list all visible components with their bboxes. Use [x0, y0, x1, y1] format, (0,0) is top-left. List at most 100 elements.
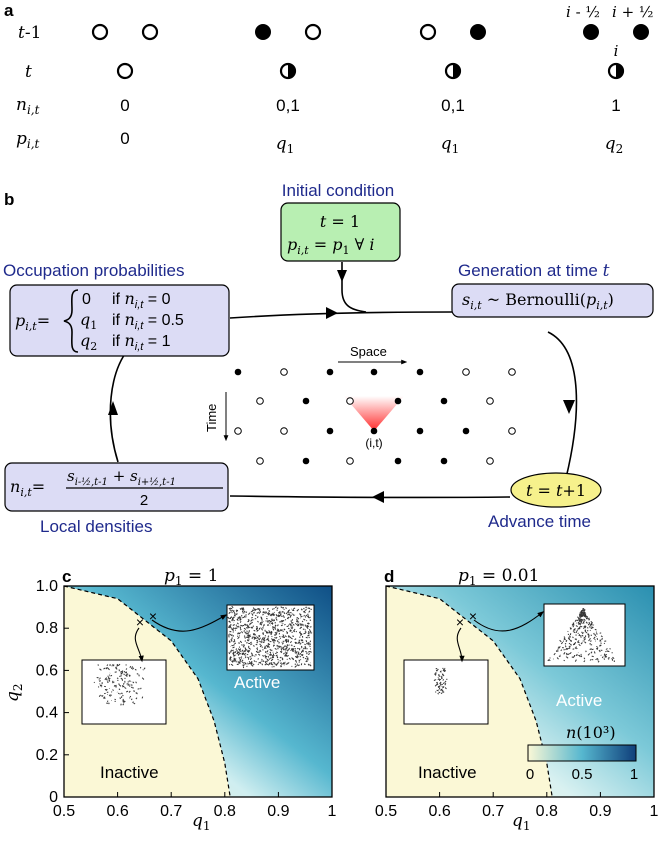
panel-c-title: p1 = 1	[164, 566, 218, 588]
panel-d-title: p1 = 0.01	[458, 566, 539, 588]
densities-box	[4, 462, 229, 512]
x-tick-label: 0.7	[482, 803, 504, 820]
y-tick-label: 0.2	[36, 747, 58, 764]
row-label-p: pi,t	[16, 129, 40, 151]
plot-frame-d	[385, 585, 655, 798]
y-tick-label: 1.0	[36, 578, 58, 595]
advance-ellipse	[510, 472, 602, 508]
panel-label-d: d	[384, 567, 394, 586]
flow-initial-to-loop	[341, 262, 367, 313]
densities-denominator: 2	[140, 492, 148, 509]
space-label: Space	[350, 344, 387, 359]
flow-generation-to-advance	[547, 331, 578, 479]
inset-inactive-c	[81, 659, 167, 725]
colorbar	[527, 744, 637, 762]
x-tick-label: 0.9	[267, 803, 289, 820]
critical-line-d	[385, 585, 553, 798]
y-tick-label: 0.4	[36, 705, 58, 722]
active-label-d: Active	[556, 691, 602, 710]
case-cond-1: if ni,t = 0	[112, 289, 171, 311]
site-open-left-col3	[419, 23, 437, 41]
arrowhead-left	[108, 401, 118, 415]
inset-inactive-d	[403, 659, 489, 725]
case-value-1: 0	[82, 291, 91, 308]
flow-advance-to-densities	[229, 495, 511, 499]
arrowhead-top	[326, 307, 338, 319]
n-value-col2: 0,1	[276, 96, 300, 115]
x-tick-label: 0.8	[214, 803, 236, 820]
site-open-left-col1	[91, 23, 109, 41]
panel-label-a: a	[4, 1, 14, 20]
time-label: Time	[204, 404, 219, 432]
x-tick-label: 0.9	[589, 803, 611, 820]
densities-title: Local densities	[40, 517, 152, 536]
x-label-c: q1	[192, 811, 211, 833]
site-filled-right-col3	[470, 24, 486, 40]
y-ticks-c: 00.20.40.60.81.0	[36, 578, 69, 806]
x-tick-label: 0.7	[160, 803, 182, 820]
marker-c-2: ×	[149, 608, 157, 624]
marker-c-1: ×	[136, 614, 144, 630]
x-tick-label: 1	[328, 803, 337, 820]
causal-cone	[344, 396, 404, 431]
initial-condition-line2: pi,t = p1 ∀ i	[287, 235, 374, 257]
critical-line-c	[63, 585, 231, 798]
colorbar-tick-1: 0.5	[572, 766, 593, 783]
colorbar-tick-0: 0	[526, 766, 534, 783]
site-half-current-col4	[607, 62, 625, 80]
lattice: Space Time (i,t)	[204, 344, 516, 465]
occupation-lhs: pi,t=	[15, 311, 50, 333]
occupation-box	[9, 284, 230, 357]
advance-formula: t = t+1	[526, 481, 586, 500]
p-value-col3: q1	[441, 134, 460, 156]
colorbar-tick-2: 1	[630, 766, 638, 783]
site-open-right-col1	[141, 23, 159, 41]
inactive-label-d: Inactive	[418, 763, 477, 782]
panel-label-b: b	[4, 190, 14, 209]
row-label-n: ni,t	[16, 95, 40, 117]
x-tick-label: 0.5	[375, 803, 397, 820]
p-value-col4: q2	[605, 134, 624, 156]
occupation-title: Occupation probabilities	[3, 261, 184, 280]
site-filled-right-col4	[633, 24, 649, 40]
site-open-current-col1	[116, 62, 134, 80]
x-tick-label: 1	[650, 803, 659, 820]
initial-condition-box	[280, 202, 401, 262]
x-label-d: q1	[512, 811, 531, 833]
occupation-brace	[63, 289, 79, 353]
case-cond-3: if ni,t = 1	[112, 331, 171, 353]
inset-arrow-inactive-d	[456, 627, 465, 663]
site-filled-left-col4	[583, 24, 599, 40]
inset-active-c	[226, 604, 315, 671]
inset-arrow-active-d	[473, 611, 545, 632]
arrowhead-initial	[337, 270, 347, 282]
site-open-right-col2	[304, 23, 322, 41]
p-value-col2: q1	[276, 134, 295, 156]
y-tick-label: 0.8	[36, 620, 58, 637]
site-half-current-col2	[279, 62, 297, 80]
arrowhead-right	[563, 400, 575, 414]
site-label: (i,t)	[365, 436, 382, 450]
row-label-t-minus-1: t-1	[18, 23, 41, 43]
y-tick-label: 0	[49, 789, 58, 806]
index-label-right: i + ½	[612, 3, 653, 21]
advance-title: Advance time	[488, 512, 591, 531]
x-tick-label: 0.5	[53, 803, 75, 820]
inset-arrow-inactive-c	[134, 627, 144, 663]
generation-box	[451, 283, 654, 318]
inset-arrow-active-c	[151, 614, 228, 632]
p-value-col1: 0	[120, 129, 129, 148]
colorbar-label: n(10³)	[566, 723, 616, 742]
inactive-label-c: Inactive	[100, 763, 159, 782]
generation-formula: si,t ~ Bernoulli(pi,t)	[462, 290, 614, 312]
flow-occupation-to-generation	[229, 311, 453, 319]
arrowhead-bottom	[372, 491, 384, 503]
active-label-c: Active	[234, 673, 280, 692]
inset-active-d	[543, 603, 626, 667]
n-value-col1: 0	[120, 96, 129, 115]
n-value-col4: 1	[611, 96, 620, 115]
densities-lhs: ni,t=	[10, 477, 45, 499]
x-tick-label: 0.6	[428, 803, 450, 820]
